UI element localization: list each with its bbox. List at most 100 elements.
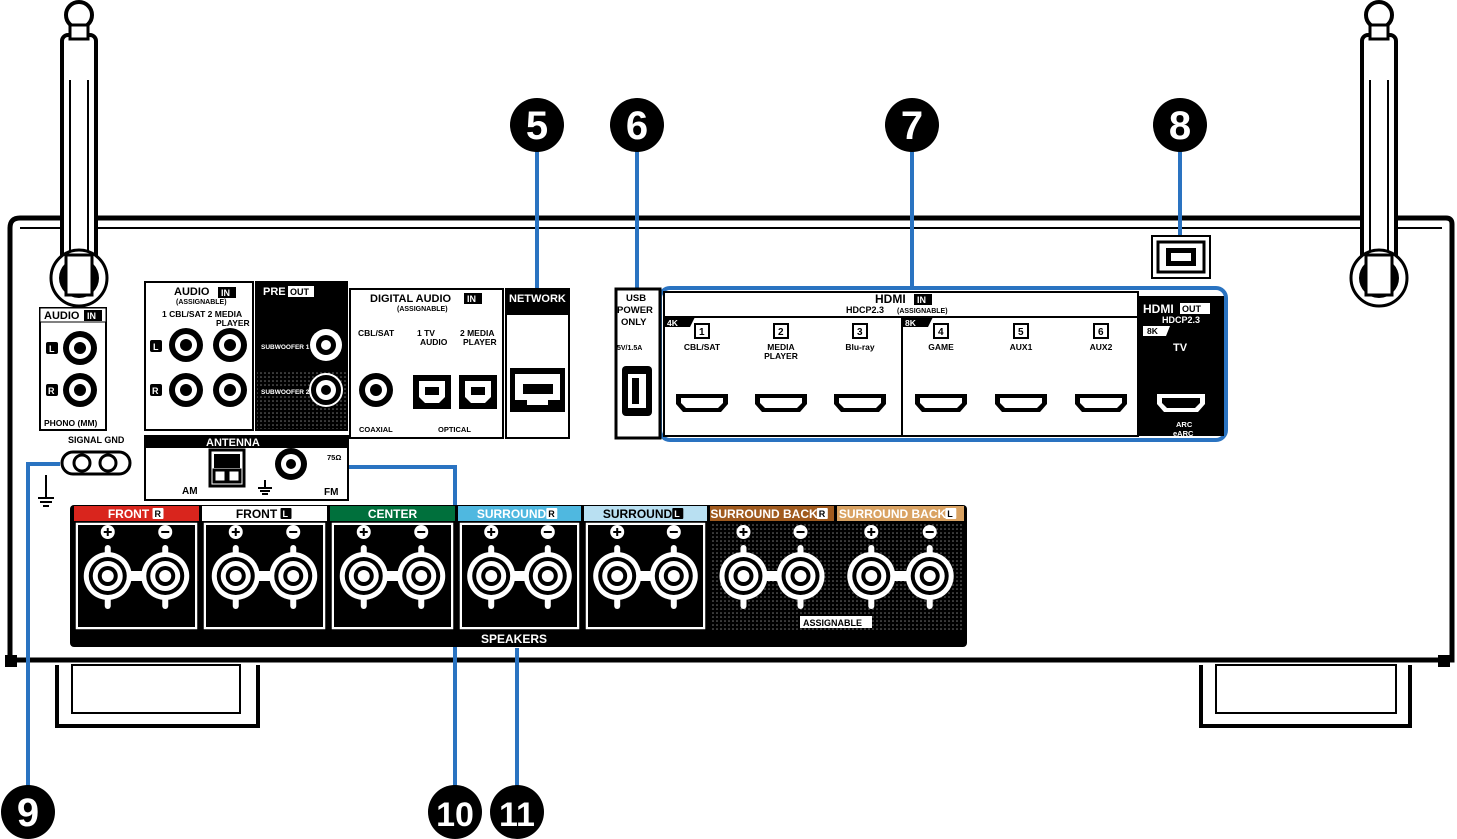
phono-jack-r[interactable] [63,373,97,407]
svg-text:HDCP2.3: HDCP2.3 [846,305,884,315]
usb-port[interactable] [622,366,652,416]
callout-number: 6 [626,104,648,148]
subwoofer1-jack[interactable] [310,329,342,361]
speakers-title: SPEAKERS [481,632,547,646]
audio-in-cblsat-l-jack[interactable] [169,328,203,362]
callout-11: 11 [490,785,544,839]
hdmi-out-section: HDMI OUT HDCP2.3 8K TV ARC eARC [1138,296,1224,438]
svg-text:ONLY: ONLY [621,317,647,328]
callout-10: 10 [428,785,482,839]
ethernet-port[interactable] [510,368,565,412]
coaxial-jack[interactable] [359,373,393,407]
svg-text:2 MEDIA: 2 MEDIA [460,328,494,338]
fm-antenna-jack[interactable] [275,448,307,480]
positive-binding-post[interactable] [593,525,642,609]
subwoofer2-jack[interactable] [309,373,343,407]
callout-number: 7 [901,104,923,148]
audio-in2-badge: IN [221,288,230,298]
signal-gnd-label: SIGNAL GND [68,435,125,445]
hdmi-in-badge: IN [917,295,926,305]
hdmi-port-name: MEDIA [767,342,794,352]
svg-text:1 TV: 1 TV [417,328,435,338]
network-section: NETWORK [505,288,570,439]
callout-number: 10 [436,796,474,834]
svg-text:USB: USB [626,293,646,304]
phono-jack-l[interactable] [63,331,97,365]
audio-in-media-r-jack[interactable] [213,373,247,407]
signal-gnd-terminal[interactable] [60,450,132,476]
ch-r-label: R [48,386,55,396]
optical-tv-audio-port[interactable] [413,375,451,409]
pre-out-section: PRE OUT SUBWOOFER 1 SUBWOOFER 2 [255,281,348,431]
svg-text:FM: FM [324,487,338,498]
audio-in-phono-section: AUDIO IN L R PHONO (MM) SIGNAL GND [38,307,132,507]
svg-text:5V/1.5A: 5V/1.5A [617,345,642,352]
negative-binding-post[interactable] [141,525,190,609]
callout-9: 9 [1,785,55,839]
audio-in2-player: PLAYER [216,318,250,328]
svg-text:AUDIO: AUDIO [420,337,448,347]
speaker-channel-name: SURROUND BACK [839,507,947,521]
badge-4k: 4K [667,318,679,328]
negative-binding-post[interactable] [523,525,572,609]
positive-binding-post[interactable] [211,525,260,609]
hdmi-out-badge: OUT [1182,304,1202,314]
svg-text:COAXIAL: COAXIAL [359,425,393,434]
hdmi-port-number: 2 [778,327,784,338]
am-antenna-terminal[interactable] [208,448,246,488]
callout-7: 7 [885,98,939,152]
power-inlet[interactable] [1151,235,1211,279]
audio-in-media-l-jack[interactable] [213,328,247,362]
negative-binding-post[interactable] [269,525,318,609]
svg-text:PLAYER: PLAYER [463,337,497,347]
audio-in-title: AUDIO [44,310,80,322]
positive-binding-post[interactable] [339,525,388,609]
wireless-antenna-left [49,0,109,308]
negative-binding-post[interactable] [776,525,825,609]
digital-audio-section: DIGITAL AUDIO IN (ASSIGNABLE) CBL/SAT 1 … [349,288,504,439]
speaker-channel-side: R [819,509,826,519]
callout-number: 9 [17,791,39,835]
positive-binding-post[interactable] [83,525,132,609]
speaker-channel-side: L [283,509,289,519]
hdmi-in-section: HDMI IN HDCP2.3 (ASSIGNABLE) 4K 8K 1CBL/… [663,291,1139,437]
svg-text:HDCP2.3: HDCP2.3 [1162,315,1200,325]
pre-out-badge: OUT [290,287,310,297]
audio-in-badge: IN [87,311,96,321]
callout-6: 6 [610,98,664,152]
positive-binding-post[interactable] [847,525,896,609]
phono-label: PHONO (MM) [44,418,98,428]
badge-8k: 8K [905,318,917,328]
svg-text:AM: AM [182,486,198,497]
audio-in2-assignable: (ASSIGNABLE) [176,299,227,306]
negative-binding-post[interactable] [649,525,698,609]
optical-media-player-port[interactable] [459,375,497,409]
hdmi-out-port[interactable] [1157,394,1205,412]
callout-number: 5 [526,104,548,148]
negative-binding-post[interactable] [397,525,446,609]
audio-in-cblsat-r-jack[interactable] [169,373,203,407]
hdmi-port-name2: PLAYER [764,351,798,361]
pre-out-title: PRE [263,286,286,298]
negative-binding-post[interactable] [905,525,954,609]
positive-binding-post[interactable] [467,525,516,609]
speaker-channel-name: FRONT [236,507,278,521]
svg-text:75Ω: 75Ω [327,453,341,462]
hdmi-port-name: AUX1 [1010,342,1033,352]
speaker-channel-name: SURROUND BACK [710,507,818,521]
digital-audio-badge: IN [467,294,476,304]
hdmi-in-title: HDMI [875,292,906,306]
feet [55,664,1412,728]
positive-binding-post[interactable] [719,525,768,609]
